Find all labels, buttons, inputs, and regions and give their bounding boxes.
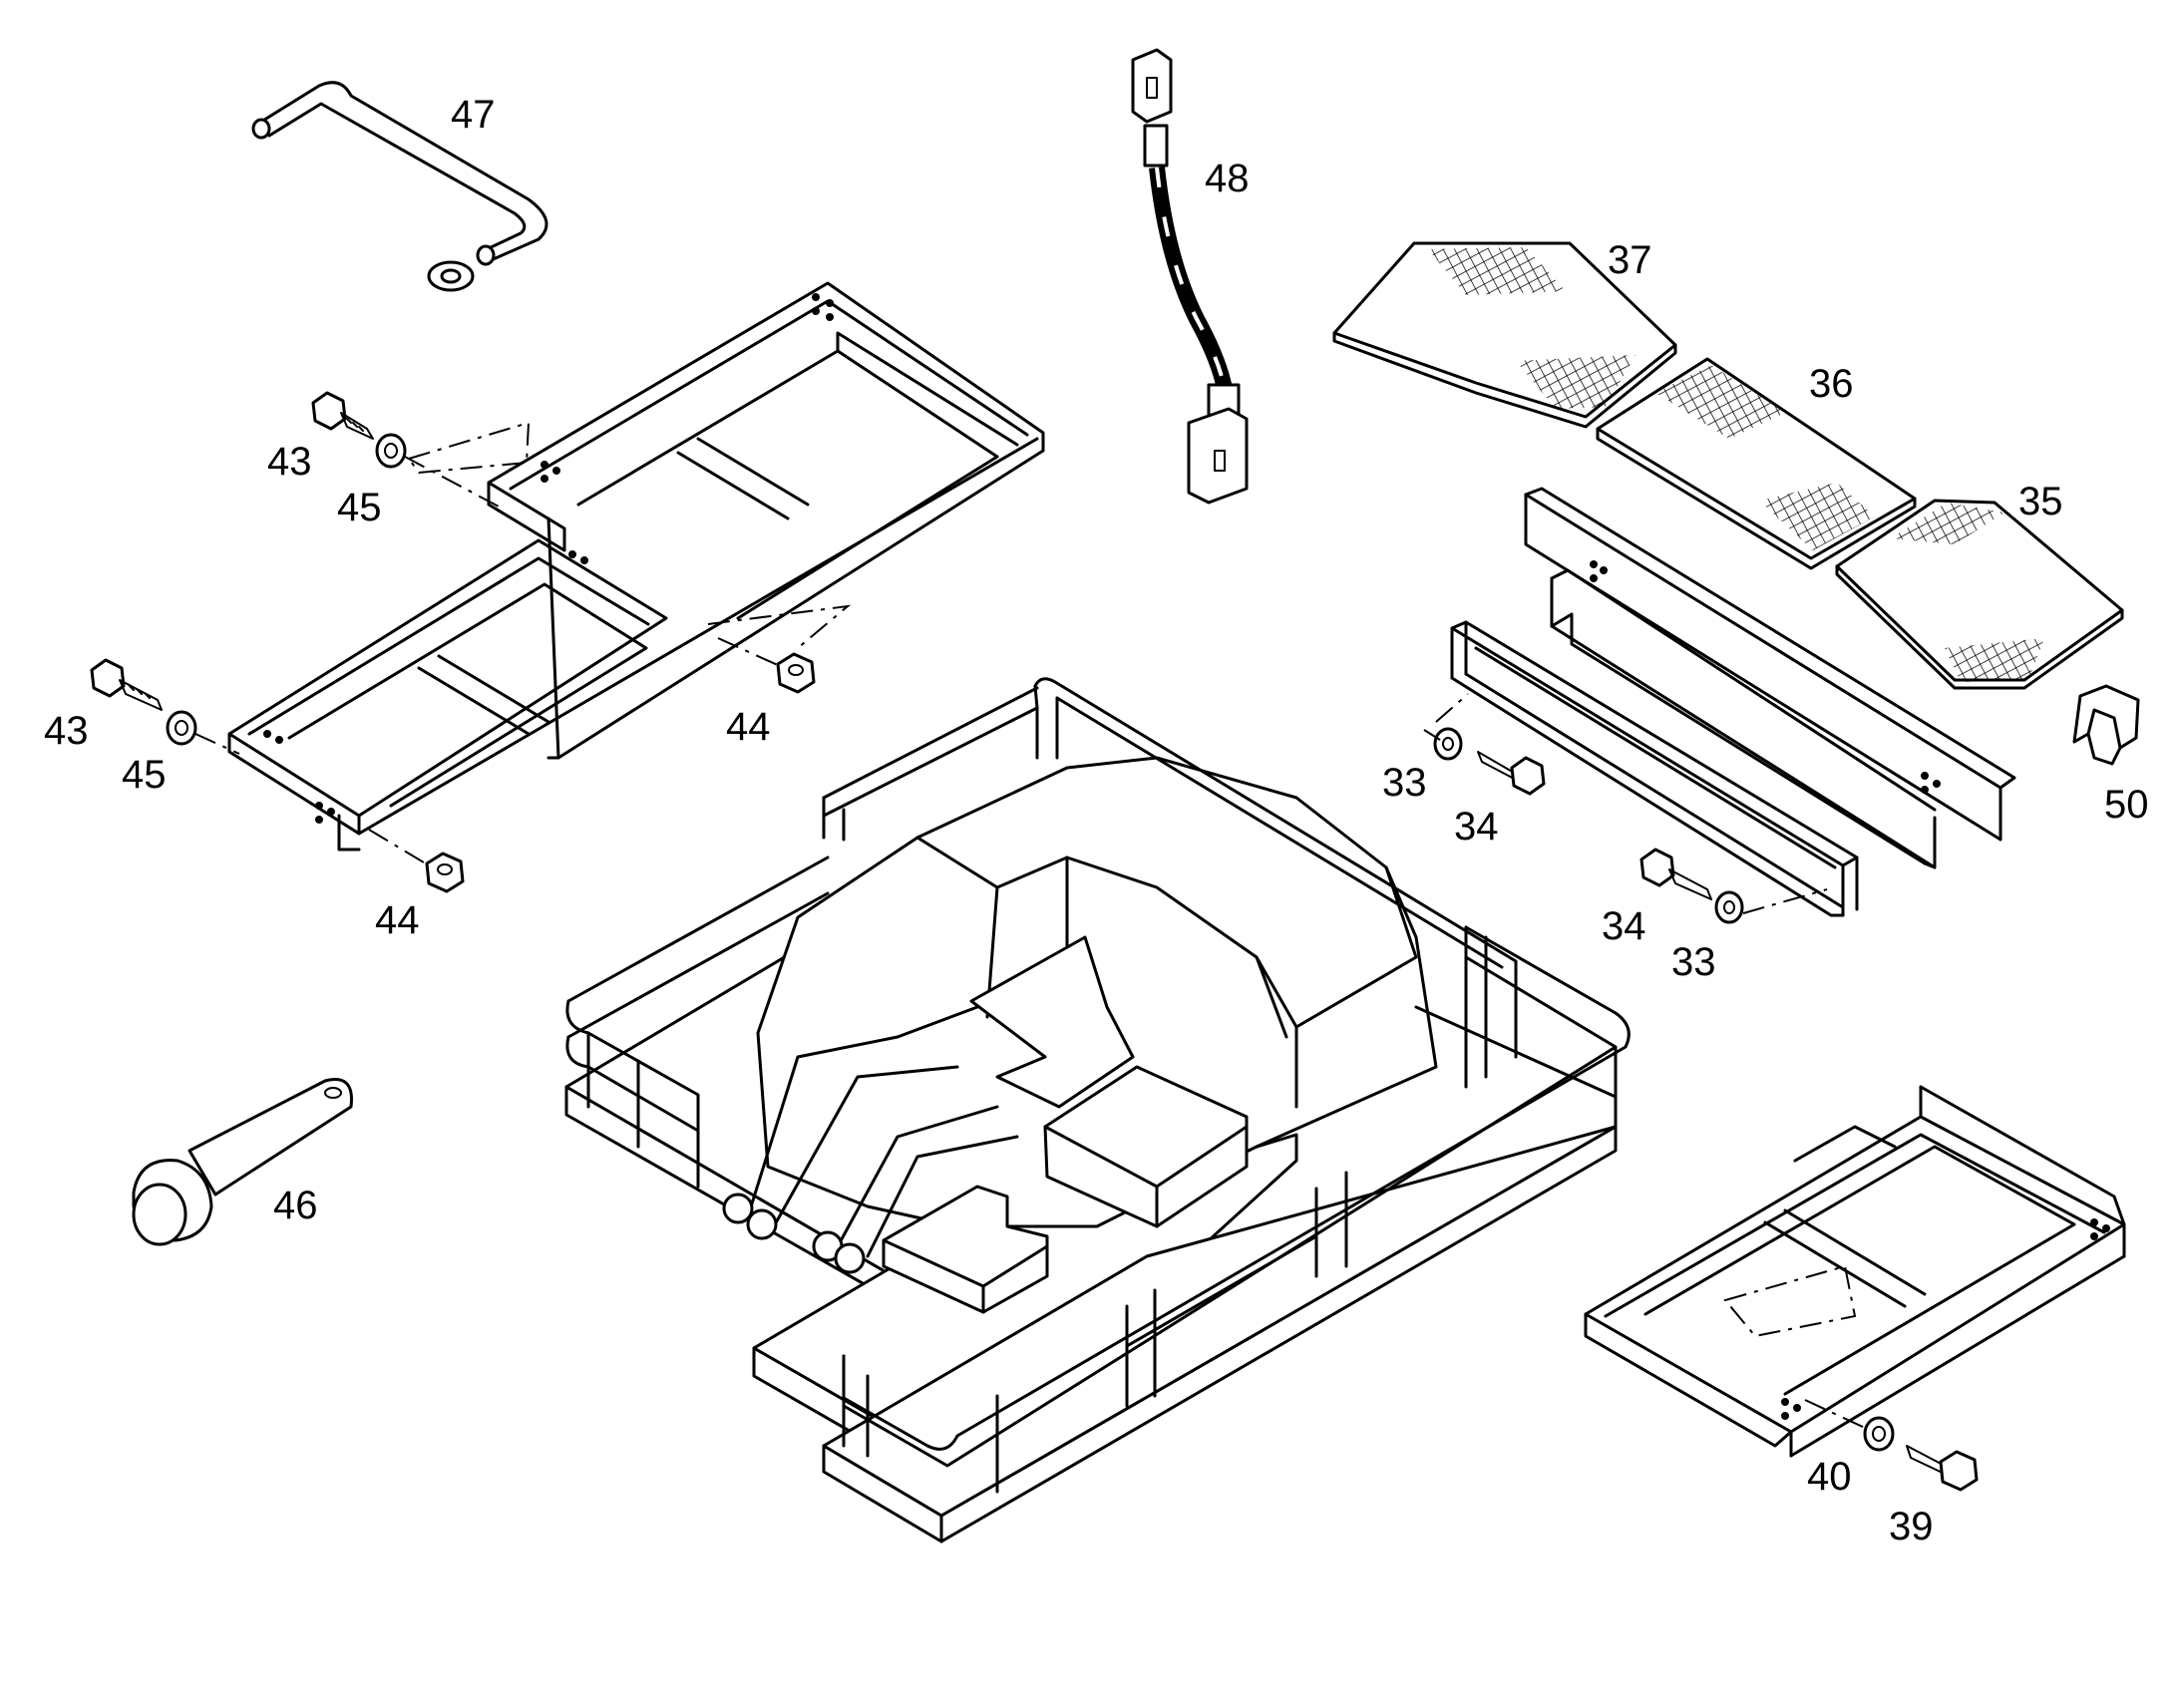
fastener-39-bolt — [1906, 1445, 1979, 1492]
callout-48: 48 — [1205, 157, 1250, 200]
callout-43-upper: 43 — [267, 440, 312, 484]
fastener-43b-bolt — [90, 658, 163, 711]
callout-34-lower: 34 — [1602, 904, 1646, 948]
callout-43-lower: 43 — [44, 709, 89, 753]
part-48-ground-strap — [1131, 48, 1249, 505]
left-step-frame — [227, 281, 1045, 852]
fastener-34b-bolt — [1639, 848, 1712, 900]
callout-37: 37 — [1608, 238, 1652, 282]
callout-33-lower: 33 — [1671, 940, 1716, 984]
callout-44-right: 44 — [726, 705, 771, 749]
part-47-bent-rod — [251, 81, 548, 292]
part-46-pin — [132, 1078, 353, 1246]
callout-50: 50 — [2104, 783, 2149, 827]
fastener-34a-bolt — [1477, 751, 1546, 796]
fastener-45a-washer — [375, 433, 500, 508]
callout-44-left: 44 — [375, 898, 420, 942]
right-step-frame — [1584, 1085, 2126, 1458]
side-rail-short — [1450, 620, 1859, 917]
main-machine-assembly — [564, 677, 1631, 1543]
fastener-33a-washer — [1423, 693, 1469, 761]
callout-36: 36 — [1809, 362, 1854, 406]
callout-34-upper: 34 — [1454, 805, 1499, 849]
fastener-33b-washer — [1714, 888, 1828, 924]
callout-40: 40 — [1807, 1455, 1852, 1499]
fastener-43a-bolt — [311, 391, 374, 440]
part-50-clip — [2072, 684, 2140, 766]
fastener-44a-nut — [717, 637, 816, 694]
side-rail-long — [1524, 487, 2016, 869]
callout-47: 47 — [451, 93, 496, 137]
callout-45-lower: 45 — [122, 753, 167, 797]
callout-33-upper: 33 — [1382, 761, 1427, 805]
fastener-44b-nut — [368, 829, 465, 893]
part-36-tread-plate — [1596, 357, 1917, 570]
part-35-tread-plate — [1835, 499, 2124, 690]
fastener-40-washer — [1804, 1399, 1895, 1452]
callout-46: 46 — [273, 1184, 318, 1227]
callout-45-upper: 45 — [337, 486, 382, 529]
part-37-tread-plate — [1332, 241, 1677, 429]
fastener-45b-washer — [166, 710, 240, 755]
callout-39: 39 — [1889, 1505, 1934, 1548]
callout-35: 35 — [2018, 480, 2063, 523]
